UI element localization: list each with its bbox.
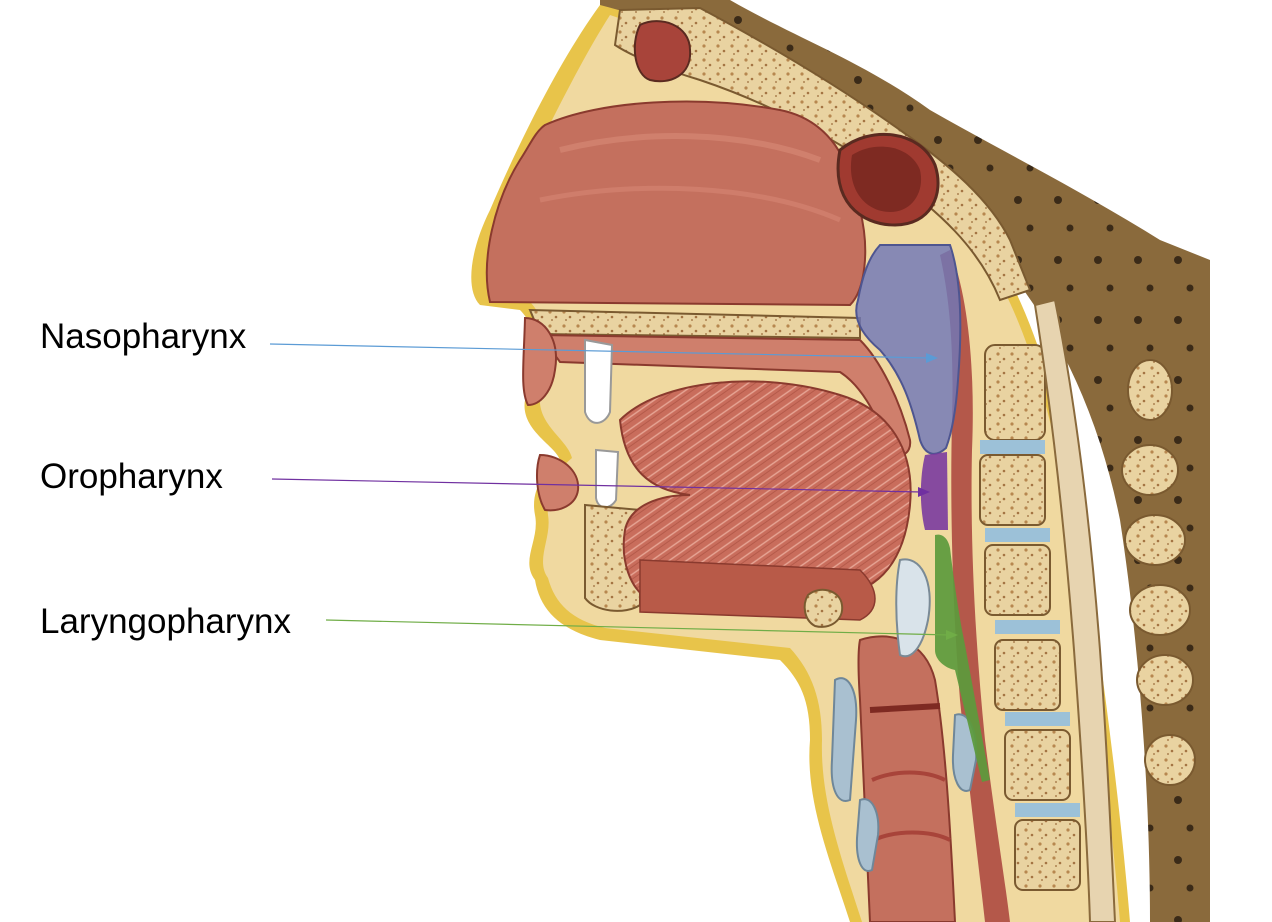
laryngopharynx-region	[935, 534, 990, 782]
nasopharynx-label: Nasopharynx	[40, 317, 247, 356]
upper-incisor	[584, 338, 614, 424]
oropharynx-region	[920, 452, 948, 530]
nasal-cavity	[485, 100, 867, 307]
thyroid-cartilage	[830, 677, 858, 802]
upper-lip	[522, 316, 557, 407]
cervical-vertebrae	[979, 344, 1081, 891]
oropharynx-arrowhead	[918, 487, 930, 497]
spinous-processes	[1121, 359, 1196, 786]
nasopharynx-region	[855, 244, 962, 455]
tracheal-cartilage	[855, 798, 880, 872]
pharyngeal-wall	[940, 250, 1010, 922]
hyoid-bone	[803, 588, 844, 628]
frontal-sinus	[633, 20, 692, 83]
lower-incisor	[595, 448, 620, 509]
skull-bone	[613, 6, 1032, 302]
spinal-canal	[1033, 298, 1117, 922]
laryngopharynx-label: Laryngopharynx	[40, 602, 291, 641]
oropharynx-leader-line	[271, 478, 923, 493]
scalp-region	[600, 0, 1210, 922]
nasopharynx-leader-line	[269, 343, 931, 359]
laryngopharynx-arrowhead	[946, 630, 958, 640]
oropharynx-label: Oropharynx	[40, 457, 223, 496]
nasopharynx-arrowhead	[926, 353, 938, 363]
laryngopharynx-leader-line	[325, 619, 951, 636]
epiglottis	[895, 558, 931, 658]
